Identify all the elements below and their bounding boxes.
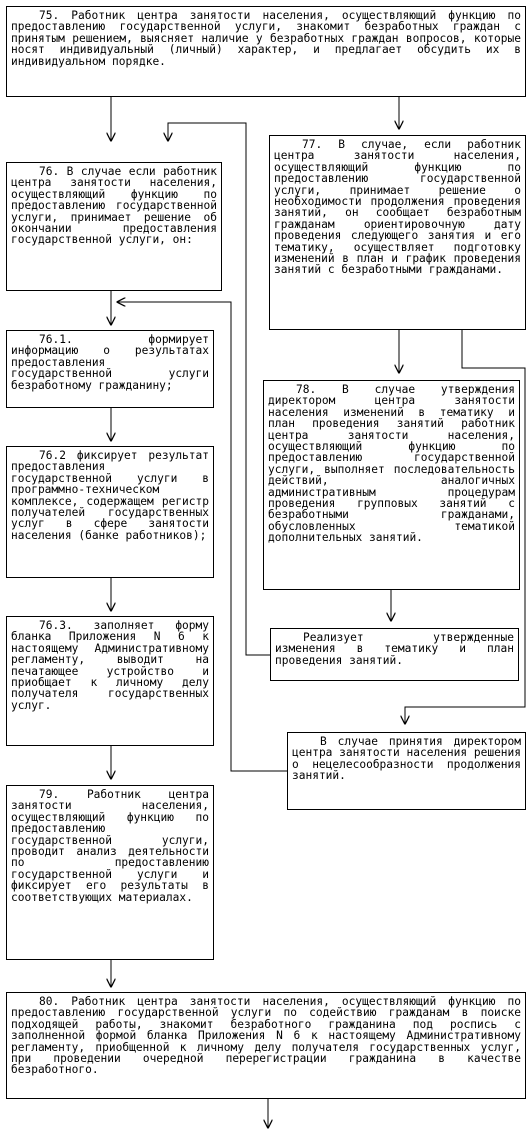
step-78-box: 78. В случае утверждения директором цент…	[263, 380, 520, 590]
arrow-inexpedient-to-76-1	[117, 302, 287, 772]
step-76-2-box: 76.2 фиксирует результат предоставления …	[6, 446, 214, 578]
step-76-3-box: 76.3. заполняет форму бланка Приложения …	[6, 616, 214, 746]
step-77-box: 77. В случае, если работник центра занят…	[269, 135, 526, 330]
arrow-implement-to-loop	[168, 122, 270, 656]
implement-changes-box: Реализует утвержденные изменения в темат…	[270, 628, 519, 681]
step-75-box: 75. Работник центра занятости населения,…	[6, 6, 526, 97]
arrow-77-to-inexpedient	[405, 330, 526, 724]
inexpedient-decision-box: В случае принятия директором центра заня…	[287, 732, 526, 810]
step-76-box: 76. В случае если работник центра занято…	[6, 162, 222, 291]
step-80-box: 80. Работник центра занятости населения,…	[6, 992, 526, 1099]
step-79-box: 79. Работник центра занятости населения,…	[6, 785, 214, 960]
step-76-1-box: 76.1. формирует информацию о результатах…	[6, 330, 214, 408]
